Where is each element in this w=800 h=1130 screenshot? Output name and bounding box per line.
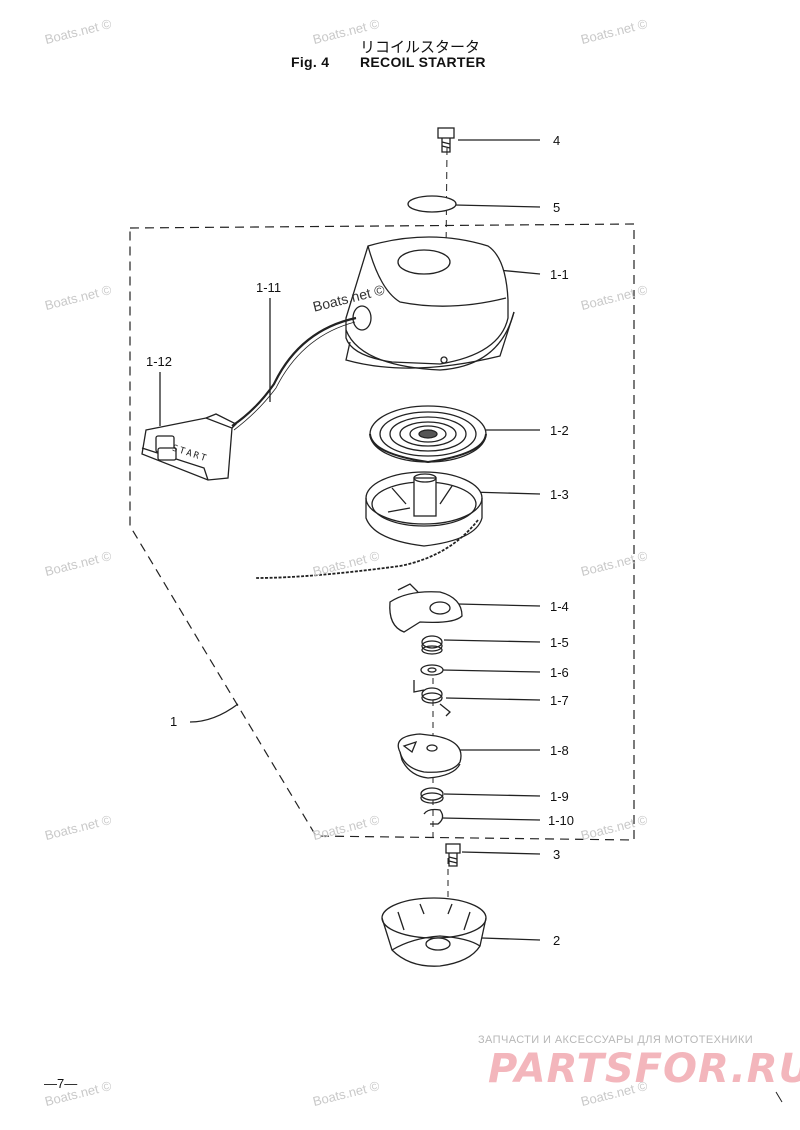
leader-1-1 [497,269,541,275]
figure-number: Fig. 4 [291,54,330,70]
ratchet-spring [421,635,443,655]
starter-rope [231,316,357,427]
bolt-bottom [445,843,461,867]
callout-1-9: 1-9 [550,789,569,804]
bolt-top [437,127,455,153]
cap [407,195,457,213]
leader-1 [189,703,239,723]
leader-1-4 [457,603,541,607]
callout-1-6: 1-6 [550,665,569,680]
callout-1-12: 1-12 [146,354,173,369]
callout-1-4: 1-4 [550,599,569,614]
callout-1-11: 1-11 [256,280,282,295]
leader-1-6 [441,669,541,673]
corner-mark [775,1091,783,1103]
bushing [420,787,444,801]
callout-1-1: 1-1 [550,267,569,282]
callout-4: 4 [553,133,561,148]
recoil-spring [369,405,487,464]
leader-2 [481,937,541,941]
leader-1-7 [445,697,541,701]
shop-logo: PARTSFOR.RU [488,1046,800,1092]
leader-1-3 [469,491,541,495]
callout-1-2: 1-2 [550,423,569,438]
callout-3: 3 [553,847,561,862]
callout-5: 5 [553,200,561,215]
callout-1: 1 [170,714,178,729]
leader-1-9 [443,793,541,797]
callout-1-7: 1-7 [550,693,569,708]
ratchet [389,583,463,633]
leader-3 [461,851,541,855]
assembly-boundary [129,223,635,841]
page-number: —7— [44,1076,78,1091]
callout-2: 2 [553,933,561,948]
callout-1-8: 1-8 [550,743,569,758]
starter-rope-inner [233,321,356,431]
title-japanese: リコイルスタータ [359,38,480,56]
callout-1-5: 1-5 [550,635,569,650]
starter-pulley [381,897,487,967]
friction-spring [413,680,451,717]
callout-1-10: 1-10 [548,813,575,828]
friction-plate [397,733,462,779]
figure-title: RECOIL STARTER [360,54,486,70]
e-clip [423,808,444,825]
starter-handle [141,413,238,481]
callout-1-3: 1-3 [550,487,569,502]
washer [420,664,444,676]
leader-1-5 [443,639,541,643]
leader-5 [454,204,541,208]
shop-tagline: ЗАПЧАСТИ И АКСЕССУАРЫ ДЛЯ МОТОТЕХНИКИ [478,1034,754,1046]
leader-1-10 [441,817,541,821]
starter-case [345,236,515,371]
rope-on-reel [255,519,479,579]
rope-reel [365,471,483,547]
